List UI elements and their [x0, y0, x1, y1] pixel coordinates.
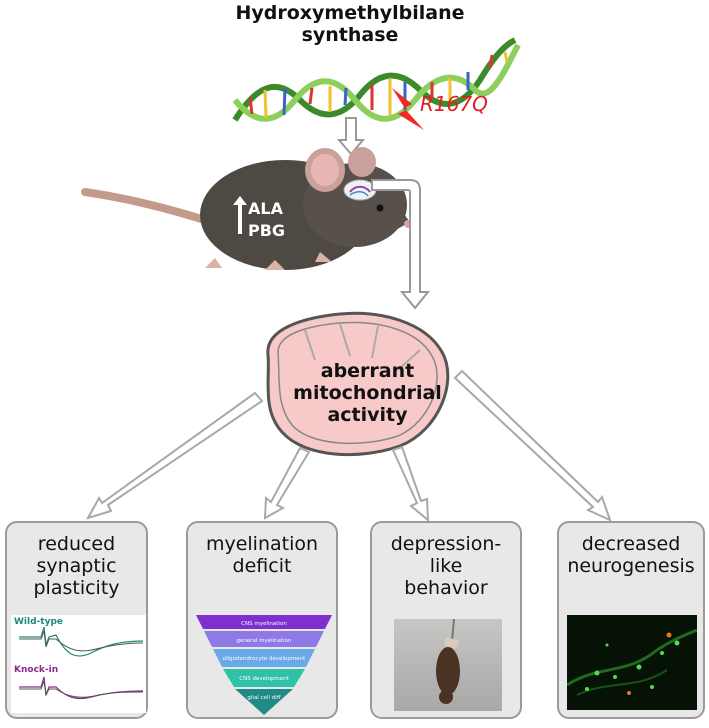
- pyramid-label-5: glial cell diff: [247, 695, 280, 701]
- mutation-bolt-icon: [392, 88, 424, 130]
- hanging-mouse-icon: [436, 618, 460, 704]
- label-wild-type: Wild-type: [14, 617, 63, 627]
- pyramid-label-4: CNS development: [239, 676, 289, 682]
- arrow-to-panel-3: [391, 445, 430, 523]
- arrow-dna-to-mouse: [336, 117, 366, 156]
- gene-title-line1: Hydroxymethylbilane: [235, 2, 465, 24]
- panel-3-title-line: like: [429, 555, 463, 577]
- arrow-to-panel-2: [263, 446, 311, 520]
- panel-myelination-deficit: myelination deficit CNS myelination gene…: [186, 521, 338, 719]
- pyramid-level-4: [223, 669, 305, 687]
- panel-depression-behavior: depression- like behavior: [370, 521, 522, 719]
- mito-line1: aberrant: [320, 360, 415, 382]
- tail-suspension-photo: [394, 618, 502, 711]
- synaptic-traces-plot: [19, 626, 144, 700]
- panel-synaptic-plasticity: reduced synaptic plasticity Wild-type Kn…: [5, 521, 148, 719]
- pyramid-level-2: [204, 631, 324, 647]
- panel-1-title-line: plasticity: [33, 577, 120, 599]
- pyramid-label-3: oligodendrocyte development: [223, 656, 306, 662]
- panel-1-title-line: reduced: [37, 533, 116, 555]
- mitochondria-label: aberrant mitochondrial activity: [280, 360, 455, 426]
- panel-3-title: depression- like behavior: [372, 533, 520, 599]
- panel-2-title: myelination deficit: [188, 533, 336, 577]
- neurogenesis-microscopy-image: [566, 615, 698, 710]
- metabolite-pbg: PBG: [248, 221, 286, 240]
- panel-1-title-line: synaptic: [36, 555, 117, 577]
- panel-4-title: decreased neurogenesis: [559, 533, 703, 577]
- label-knock-in: Knock-in: [14, 665, 59, 675]
- pyramid-label-1: CNS myelination: [241, 621, 287, 627]
- metabolite-ala: ALA: [248, 199, 283, 218]
- panel-2-title-line: deficit: [232, 555, 292, 577]
- panel-4-title-line: decreased: [581, 533, 681, 555]
- arrow-to-panel-1: [85, 391, 264, 520]
- pyramid-level-3: [213, 649, 315, 667]
- gene-title: Hydroxymethylbilane synthase: [180, 2, 520, 46]
- pyramid-level-5: [235, 689, 293, 715]
- panel-3-title-line: depression-: [390, 533, 502, 555]
- microscopy-fluorescence: [566, 628, 698, 696]
- myelination-pyramid: CNS myelination general myelination olig…: [196, 615, 332, 715]
- panel-neurogenesis: decreased neurogenesis: [557, 521, 705, 719]
- mitochondria-icon: [266, 311, 450, 457]
- dna-helix-icon: [232, 37, 521, 122]
- panel-3-title-line: behavior: [404, 577, 488, 599]
- metabolite-labels: ALA PBG: [248, 198, 285, 242]
- synaptic-traces-figure: Wild-type Knock-in: [11, 615, 146, 713]
- pyramid-label-2: general myelination: [236, 638, 292, 644]
- mito-line3: activity: [327, 404, 408, 426]
- arrow-to-panel-4: [453, 369, 612, 522]
- mutation-label: R167Q: [420, 92, 488, 116]
- panel-4-title-line: neurogenesis: [567, 555, 695, 577]
- panel-1-title: reduced synaptic plasticity: [7, 533, 146, 599]
- gene-title-line2: synthase: [301, 24, 399, 46]
- panel-2-title-line: myelination: [205, 533, 319, 555]
- pyramid-level-1: [196, 615, 332, 629]
- arrow-mouse-to-mitochondria: [371, 179, 431, 310]
- mito-line2: mitochondrial: [293, 382, 442, 404]
